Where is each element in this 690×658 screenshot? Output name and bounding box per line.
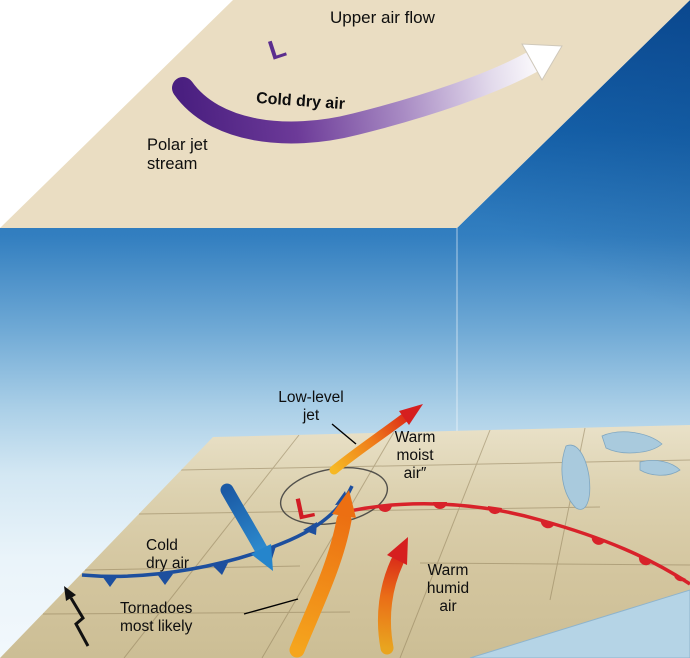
- low-level-jet-line2: jet: [302, 406, 320, 424]
- warm-front-line: [344, 502, 690, 586]
- tornadoes-line2: most likely: [120, 617, 193, 635]
- cold-air-arrow: [220, 483, 273, 571]
- low-level-jet-arrowhead: [399, 404, 423, 425]
- north-arrow: [64, 586, 90, 647]
- warm-front: [344, 502, 690, 586]
- cold-air-shaft: [220, 483, 268, 556]
- warm-humid-shaft: [377, 555, 404, 655]
- warm-moist-air-label: Warm moist air″: [382, 429, 448, 483]
- tornadoes-line1: Tornadoes: [120, 600, 193, 617]
- lake-erie: [639, 460, 681, 476]
- warm-humid-line2: humid: [426, 579, 470, 597]
- lake-michigan: [561, 444, 591, 510]
- polar-jet-arrowhead: [521, 43, 563, 82]
- cold-dry-surface-line1: Cold: [146, 537, 178, 554]
- warm-moist-line2: moist: [396, 446, 434, 464]
- cold-dry-surface-line2: dry air: [146, 554, 190, 572]
- warm-front-scallops: [378, 502, 686, 582]
- polar-jet-line1: Polar jet: [147, 136, 208, 154]
- lake-huron: [601, 431, 663, 454]
- tornadoes-most-likely-label: Tornadoes most likely: [120, 600, 192, 636]
- north-arrow-head: [64, 586, 76, 601]
- low-level-jet-arrow: [329, 404, 423, 475]
- upper-level-face: [0, 0, 690, 228]
- warm-humid-line3: air: [439, 597, 457, 615]
- low-level-jet-line1: Low-level: [278, 389, 344, 406]
- upper-air-flow-text: Upper air flow: [330, 8, 435, 27]
- great-lakes: [561, 431, 681, 510]
- warm-humid-line1: Warm: [427, 562, 469, 579]
- warm-inflow-arrow: [289, 490, 356, 658]
- warm-humid-arrowhead: [387, 537, 408, 565]
- cold-dry-air-surface-label: Cold dry air: [146, 537, 189, 573]
- low-level-jet-shaft: [329, 413, 409, 475]
- right-wall-shade: [457, 0, 690, 437]
- warm-humid-arrow: [377, 537, 408, 655]
- low-level-jet-pointer-line: [331, 423, 357, 445]
- warm-inflow-shaft: [289, 512, 352, 658]
- polar-jet-line2: stream: [147, 155, 198, 174]
- polar-jet-band: [172, 51, 543, 144]
- warm-humid-air-label: Warm humid air: [416, 562, 480, 616]
- north-arrow-shaft: [69, 597, 90, 647]
- gulf-water: [469, 589, 690, 658]
- warm-moist-line1: Warm: [394, 429, 436, 446]
- tornado-pointer-line: [243, 598, 299, 615]
- upper-air-flow-label: Upper air flow: [330, 8, 435, 28]
- polar-jet-arrow: [172, 43, 563, 144]
- cold-air-arrowhead: [251, 544, 273, 571]
- warm-inflow-arrowhead: [332, 490, 356, 518]
- low-level-jet-label: Low-level jet: [263, 389, 359, 425]
- warm-moist-line3: air″: [403, 464, 427, 482]
- polar-jet-stream-label: Polar jet stream: [147, 136, 208, 174]
